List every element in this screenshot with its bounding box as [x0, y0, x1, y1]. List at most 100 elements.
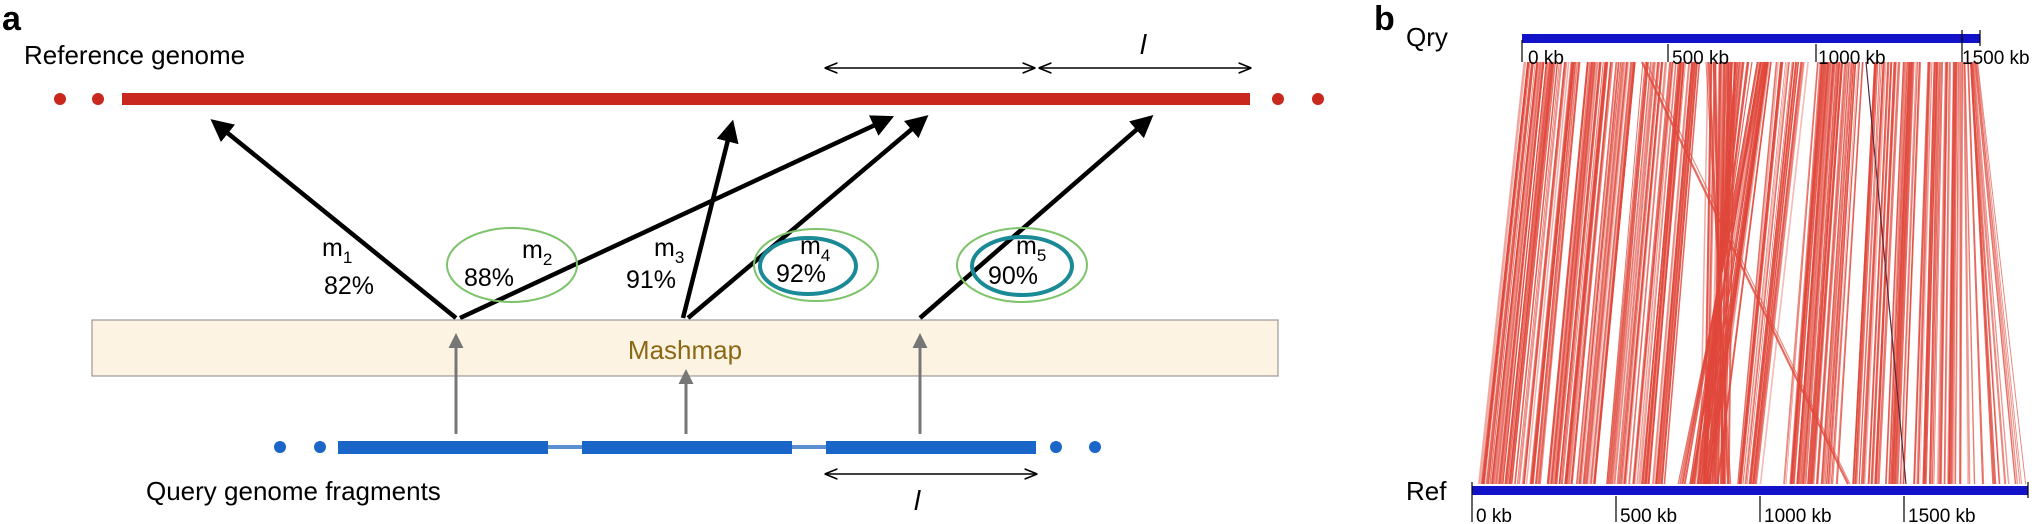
query-tick-label: 1000 kb [1818, 48, 1886, 69]
alignment-line [1618, 61, 1658, 485]
alignment-line [1877, 61, 1901, 485]
alignment-line [1964, 61, 1968, 485]
alignment-line [1737, 61, 1779, 485]
alignment-line [1555, 61, 1596, 485]
alignment-line [1933, 61, 1944, 485]
alignment-line [1607, 61, 1648, 485]
alignment-line [1798, 61, 1831, 485]
alignment-line [1537, 61, 1581, 485]
alignment-line [1570, 61, 1612, 485]
alignment-line [1931, 61, 1943, 485]
alignment-line [1638, 61, 1677, 485]
alignment-line [1556, 61, 1599, 485]
mapping-highlights [446, 227, 1088, 303]
alignment-line [1970, 61, 2000, 485]
alignment-line [1536, 61, 1578, 485]
alignment-line [1516, 61, 1560, 485]
alignment-line [1969, 61, 1995, 485]
query-dot [274, 441, 286, 453]
alignment-line [1742, 61, 1788, 485]
alignment-line [1931, 61, 1943, 485]
alignment-line [1529, 61, 1574, 485]
alignment-line [1658, 61, 1696, 485]
alignment-lines [1477, 61, 2027, 485]
alignment-line [1738, 61, 1782, 485]
alignment-line [1575, 61, 1618, 485]
alignment-line [1820, 61, 1850, 485]
query-axis-label: Qry [1406, 22, 1448, 52]
alignment-line [1827, 61, 1857, 485]
alignment-line [1532, 61, 1575, 485]
alignment-line [1871, 61, 1893, 485]
alignment-line [1868, 61, 1889, 485]
alignment-line [1917, 61, 1931, 485]
alignment-line [1484, 61, 1531, 485]
alignment-line [1856, 61, 1879, 485]
reference-tick-label: 500 kb [1620, 506, 1677, 524]
alignment-line-inverted [1690, 61, 1762, 485]
alignment-line [1870, 61, 1892, 485]
query-tick-label: 1500 kb [1962, 48, 2030, 69]
alignment-line [1821, 61, 1850, 485]
alignment-line [1611, 61, 1651, 485]
alignment-line [1517, 61, 1563, 485]
alignment-line [1830, 61, 1858, 485]
alignment-line [1636, 61, 1674, 485]
alignment-line [1521, 61, 1566, 485]
alignment-line [1479, 61, 1527, 485]
alignment-line [1606, 61, 1644, 485]
mapping-pct-m2: 88% [464, 264, 514, 292]
m5-inner-ellipse [970, 235, 1074, 297]
alignment-line [1752, 61, 1799, 485]
mapping-labels: m1 82% m2 88% m3 91% m4 92% m5 90% [322, 232, 1046, 300]
query-tick-label: 500 kb [1672, 48, 1729, 69]
alignment-line [1852, 61, 1876, 485]
alignment-line-inverted [1705, 61, 1768, 485]
alignment-line [1940, 61, 1948, 485]
alignment-line [1929, 61, 1939, 485]
alignment-line [1493, 61, 1541, 485]
alignment-line [1491, 61, 1539, 485]
alignment-line [1593, 61, 1636, 485]
alignment-line [1885, 61, 1905, 485]
alignment-line [1918, 61, 1933, 485]
alignment-line [1532, 61, 1574, 485]
alignment-line [1584, 61, 1628, 485]
alignment-line [1549, 61, 1591, 485]
alignment-line [1792, 61, 1825, 485]
alignment-line [1756, 61, 1804, 485]
alignment-line [1852, 61, 1876, 485]
alignment-line [1971, 61, 2007, 485]
reference-genome-bar [122, 93, 1250, 105]
query-arrows [448, 333, 928, 434]
mapping-label-m4: m4 [800, 232, 830, 265]
m4-inner-ellipse [758, 236, 858, 296]
reference-axis-bar [1472, 486, 2028, 495]
alignment-line [1530, 61, 1574, 485]
reference-tick-label: 0 kb [1476, 506, 1512, 524]
alignment-line [1582, 61, 1624, 485]
alignment-line [1654, 61, 1694, 485]
alignment-line [1506, 61, 1552, 485]
alignment-line [1536, 61, 1578, 485]
alignment-line [1744, 61, 1789, 485]
alignment-line [1612, 61, 1652, 485]
alignment-line [1824, 61, 1855, 485]
alignment-line [1954, 61, 1961, 485]
mapping-label-m1: m1 [322, 234, 352, 267]
alignment-line [1885, 61, 1905, 485]
alignment-line [1655, 61, 1693, 485]
alignment-line [1790, 61, 1824, 485]
alignment-line [1613, 61, 1655, 485]
alignment-line [1754, 61, 1802, 485]
panel-a: a Reference genome l [2, 0, 1324, 516]
alignment-line [1529, 61, 1572, 485]
alignment-line [1821, 61, 1853, 485]
alignment-line [1972, 61, 2010, 485]
alignment-line [1863, 61, 1887, 485]
alignment-line [1755, 61, 1805, 485]
alignment-line [1576, 61, 1618, 485]
reference-dot [1312, 93, 1324, 105]
alignment-line [1913, 61, 1930, 485]
